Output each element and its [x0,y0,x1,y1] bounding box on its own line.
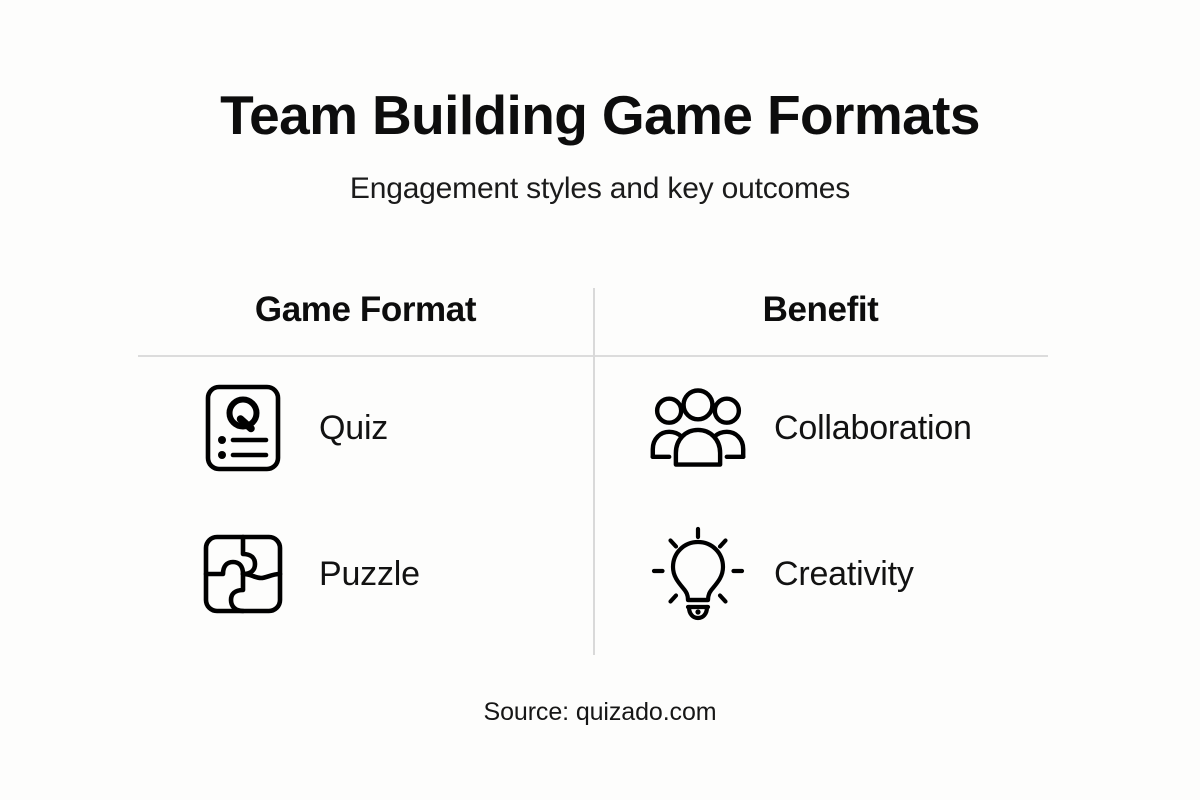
column-header-game-format: Game Format [254,290,477,329]
table-row: Quiz [138,355,1048,501]
source-attribution: Source: quizado.com [483,698,717,726]
table-row: Puzzle [138,501,1048,647]
cell-benefit-creativity: Creativity [593,524,1048,624]
cell-benefit-collaboration: Collaboration [593,378,1048,478]
cell-game-format-puzzle: Puzzle [138,524,593,624]
row-label-creativity: Creativity [774,555,914,593]
comparison-table: Game Format Benefit [138,282,1048,655]
page-subtitle: Engagement styles and key outcomes [349,172,851,206]
page-title: Team Building Game Formats [220,84,980,146]
people-group-icon [648,378,748,478]
table-header-row: Game Format Benefit [138,282,1048,355]
lightbulb-icon [648,524,748,624]
column-divider-line [593,288,595,655]
row-label-puzzle: Puzzle [319,555,420,593]
column-header-benefit: Benefit [762,290,879,329]
row-label-quiz: Quiz [319,409,389,447]
cell-game-format-quiz: Quiz [138,378,593,478]
quiz-document-icon [193,378,293,478]
puzzle-pieces-icon [193,524,293,624]
header: Team Building Game Formats Engagement st… [0,84,1200,207]
row-label-collaboration: Collaboration [774,409,972,447]
table-body: Quiz [138,355,1048,647]
